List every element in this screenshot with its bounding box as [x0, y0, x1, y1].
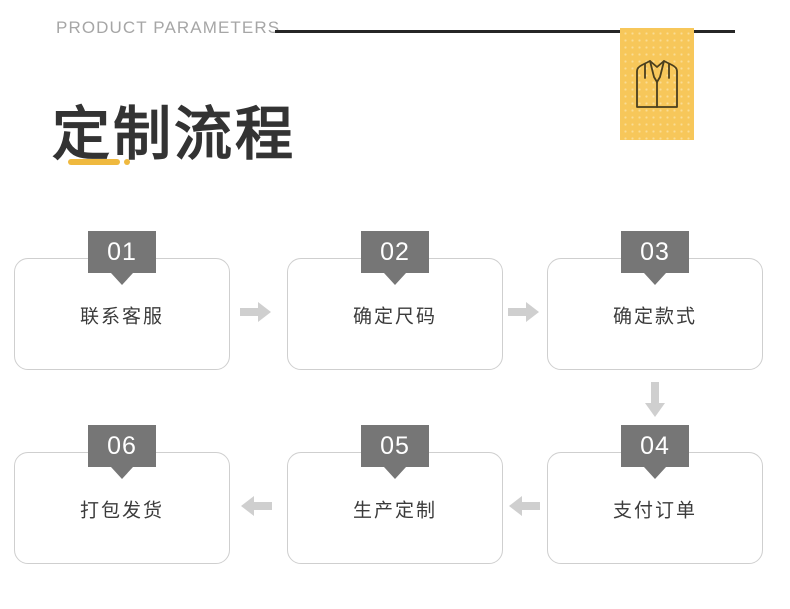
flow-step-06[interactable]: 06 打包发货 — [14, 425, 230, 564]
step-badge-05: 05 — [361, 425, 429, 467]
flow-step-04[interactable]: 04 支付订单 — [547, 425, 763, 564]
vest-shirt-icon-tile — [620, 28, 694, 140]
arrow-step2-to-step3-icon — [508, 300, 540, 324]
flow-step-01[interactable]: 01 联系客服 — [14, 231, 230, 370]
step-badge-06: 06 — [88, 425, 156, 467]
step-badge-03: 03 — [621, 231, 689, 273]
header-rule — [275, 30, 735, 33]
step-number: 03 — [640, 237, 670, 266]
step-badge-01: 01 — [88, 231, 156, 273]
step-label: 确定款式 — [612, 306, 697, 328]
step-number: 01 — [107, 237, 137, 266]
accent-underline-dot — [124, 159, 130, 165]
step-label: 确定尺码 — [352, 306, 437, 328]
arrow-step1-to-step2-icon — [240, 300, 272, 324]
step-label: 打包发货 — [79, 500, 164, 522]
step-number: 06 — [107, 431, 137, 460]
step-number: 05 — [380, 431, 410, 460]
step-badge-02: 02 — [361, 231, 429, 273]
step-number: 04 — [640, 431, 670, 460]
flow-step-03[interactable]: 03 确定款式 — [547, 231, 763, 370]
arrow-step3-to-step4-icon — [643, 382, 667, 418]
step-label: 联系客服 — [79, 306, 164, 328]
page-title: 定制流程 — [52, 101, 297, 167]
step-label: 生产定制 — [352, 500, 437, 522]
step-label: 支付订单 — [612, 500, 697, 522]
step-badge-04: 04 — [621, 425, 689, 467]
arrow-step4-to-step5-icon — [508, 494, 540, 518]
section-eyebrow: PRODUCT PARAMETERS — [56, 18, 281, 37]
arrow-step5-to-step6-icon — [240, 494, 272, 518]
step-number: 02 — [380, 237, 410, 266]
flow-step-05[interactable]: 05 生产定制 — [287, 425, 503, 564]
flow-step-02[interactable]: 02 确定尺码 — [287, 231, 503, 370]
accent-underline-bar — [68, 159, 120, 165]
